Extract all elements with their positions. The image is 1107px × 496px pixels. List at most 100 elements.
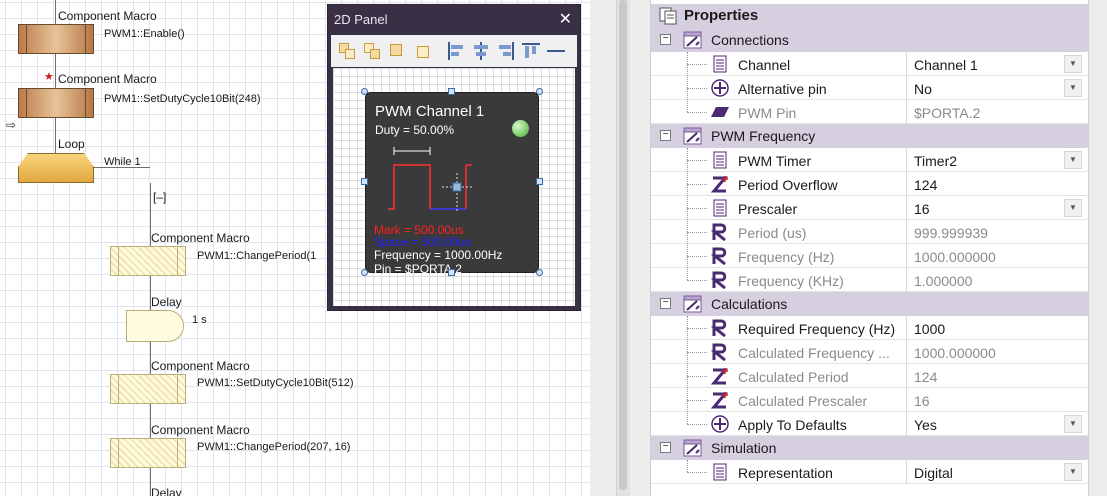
property-value[interactable]: 124 <box>914 177 938 193</box>
property-row-calculated-period: Calculated Period 124 <box>651 364 1088 388</box>
collapse-section-icon[interactable]: − <box>660 34 671 45</box>
property-value[interactable]: Yes <box>914 417 937 433</box>
enable-macro-block[interactable] <box>18 24 94 54</box>
chevron-down-icon[interactable]: ▼ <box>1064 415 1082 433</box>
properties-vertical-scrollbar[interactable] <box>1088 0 1107 496</box>
section-label: PWM Frequency <box>711 128 816 144</box>
changeperiod-macro-block[interactable] <box>110 246 186 276</box>
property-row-alternative-pin[interactable]: Alternative pin No ▼ <box>651 76 1088 100</box>
property-row-frequency-hz: Frequency (Hz)1000.000000 <box>651 244 1088 268</box>
resize-handle[interactable] <box>361 88 368 95</box>
backward-icon[interactable] <box>411 40 433 62</box>
pwm-component-title: PWM Channel 1 <box>375 103 485 120</box>
setduty512-macro-block[interactable] <box>110 374 186 404</box>
property-name: Period (us) <box>738 225 807 241</box>
section-simulation[interactable]: − Simulation <box>651 436 1088 460</box>
property-row-calculated-prescaler: Calculated Prescaler 16 <box>651 388 1088 412</box>
resize-handle[interactable] <box>536 88 543 95</box>
panel-toolbar <box>331 35 577 67</box>
chevron-down-icon[interactable]: ▼ <box>1064 79 1082 97</box>
collapse-section-icon[interactable]: − <box>660 298 671 309</box>
resize-handle[interactable] <box>361 178 368 185</box>
property-name: PWM Pin <box>738 105 797 121</box>
property-row-pwm-timer[interactable]: PWM Timer Timer2 ▼ <box>651 148 1088 172</box>
property-name: Prescaler <box>738 201 798 217</box>
pwm-status-led-icon <box>512 120 529 137</box>
align-center-icon[interactable] <box>470 40 492 62</box>
resize-handle[interactable] <box>448 88 455 95</box>
properties-title: Properties <box>684 7 759 24</box>
real-icon <box>710 247 729 266</box>
collapse-section-icon[interactable]: − <box>660 130 671 141</box>
property-name: Alternative pin <box>738 81 827 97</box>
property-value[interactable]: Timer2 <box>914 153 958 169</box>
bool-icon <box>711 415 729 433</box>
list-icon <box>711 151 729 169</box>
changeperiod207-macro-block[interactable] <box>110 438 186 468</box>
delay-value: 1 s <box>192 314 207 326</box>
section-calculations[interactable]: −Calculations <box>651 292 1088 316</box>
property-value[interactable]: Digital <box>914 465 953 481</box>
property-name: Calculated Prescaler <box>738 393 868 409</box>
property-value: 16 <box>914 393 930 409</box>
property-value[interactable]: Channel 1 <box>914 57 978 73</box>
property-name: PWM Timer <box>738 153 812 169</box>
section-pwm-frequency[interactable]: − PWM Frequency <box>651 124 1088 148</box>
align-right-icon[interactable] <box>495 40 517 62</box>
collapse-section-icon[interactable]: − <box>660 442 671 453</box>
align-left-icon[interactable] <box>445 40 467 62</box>
flowchart-scroll-thumb[interactable] <box>619 0 627 490</box>
resize-handle[interactable] <box>536 269 543 276</box>
property-name: Period Overflow <box>738 177 838 193</box>
bring-front-icon[interactable] <box>336 40 358 62</box>
pwm-mark-readout: Mark = 500.00us <box>374 223 464 237</box>
property-value[interactable]: 16 <box>914 201 930 217</box>
chevron-down-icon[interactable]: ▼ <box>1064 151 1082 169</box>
property-row-frequency-khz: Frequency (KHz)1.000000 <box>651 268 1088 292</box>
chevron-down-icon[interactable]: ▼ <box>1064 199 1082 217</box>
2d-panel-window[interactable]: 2D Panel ✕ PWM Channel 1 Duty = 50.00% <box>327 4 581 311</box>
property-row-prescaler[interactable]: Prescaler 16 ▼ <box>651 196 1088 220</box>
property-row-calculated-frequency: Calculated Frequency ...1000.000000 <box>651 340 1088 364</box>
loop-block[interactable] <box>18 153 94 183</box>
macro-kind-label: Component Macro <box>151 231 250 245</box>
section-connections[interactable]: −Connections <box>651 28 1088 52</box>
align-top-icon[interactable] <box>520 40 542 62</box>
property-row-pwm-pin: PWM Pin $PORTA.2 <box>651 100 1088 124</box>
forward-icon[interactable] <box>386 40 408 62</box>
chevron-down-icon[interactable]: ▼ <box>1064 463 1082 481</box>
pwm-duty-readout: Duty = 50.00% <box>375 123 455 137</box>
delay-block[interactable] <box>126 310 184 342</box>
chevron-down-icon[interactable]: ▼ <box>1064 55 1082 73</box>
send-back-icon[interactable] <box>361 40 383 62</box>
section-label: Simulation <box>711 440 777 456</box>
align-middle-icon[interactable] <box>545 40 567 62</box>
panel-title: 2D Panel <box>334 12 388 27</box>
property-value[interactable]: 1000 <box>914 321 946 337</box>
list-icon <box>711 55 729 73</box>
pwm-frequency-readout: Frequency = 1000.00Hz <box>374 248 503 262</box>
property-row-period-overflow[interactable]: Period Overflow 124 <box>651 172 1088 196</box>
property-row-required-frequency-hz[interactable]: Required Frequency (Hz)1000 <box>651 316 1088 340</box>
resize-handle[interactable] <box>536 178 543 185</box>
close-icon[interactable]: ✕ <box>558 11 572 28</box>
pwm-waveform <box>388 147 472 213</box>
property-name: Calculated Period <box>738 369 849 385</box>
list-icon <box>711 199 729 217</box>
section-icon <box>683 439 703 457</box>
bool-icon <box>711 79 729 97</box>
panel-canvas[interactable]: PWM Channel 1 Duty = 50.00% Mark = 500.0… <box>333 68 575 306</box>
property-name: Frequency (Hz) <box>738 249 835 265</box>
setduty-macro-block[interactable] <box>18 88 94 118</box>
setduty-macro-call: PWM1::SetDutyCycle10Bit(248) <box>104 93 261 105</box>
resize-handle[interactable] <box>448 269 455 276</box>
pwm-channel-component[interactable]: PWM Channel 1 Duty = 50.00% Mark = 500.0… <box>365 92 539 275</box>
property-value: $PORTA.2 <box>914 105 981 121</box>
resize-handle[interactable] <box>361 269 368 276</box>
property-value[interactable]: No <box>914 81 932 97</box>
property-value: 124 <box>914 369 938 385</box>
collapse-toggle[interactable]: [–] <box>153 190 167 204</box>
